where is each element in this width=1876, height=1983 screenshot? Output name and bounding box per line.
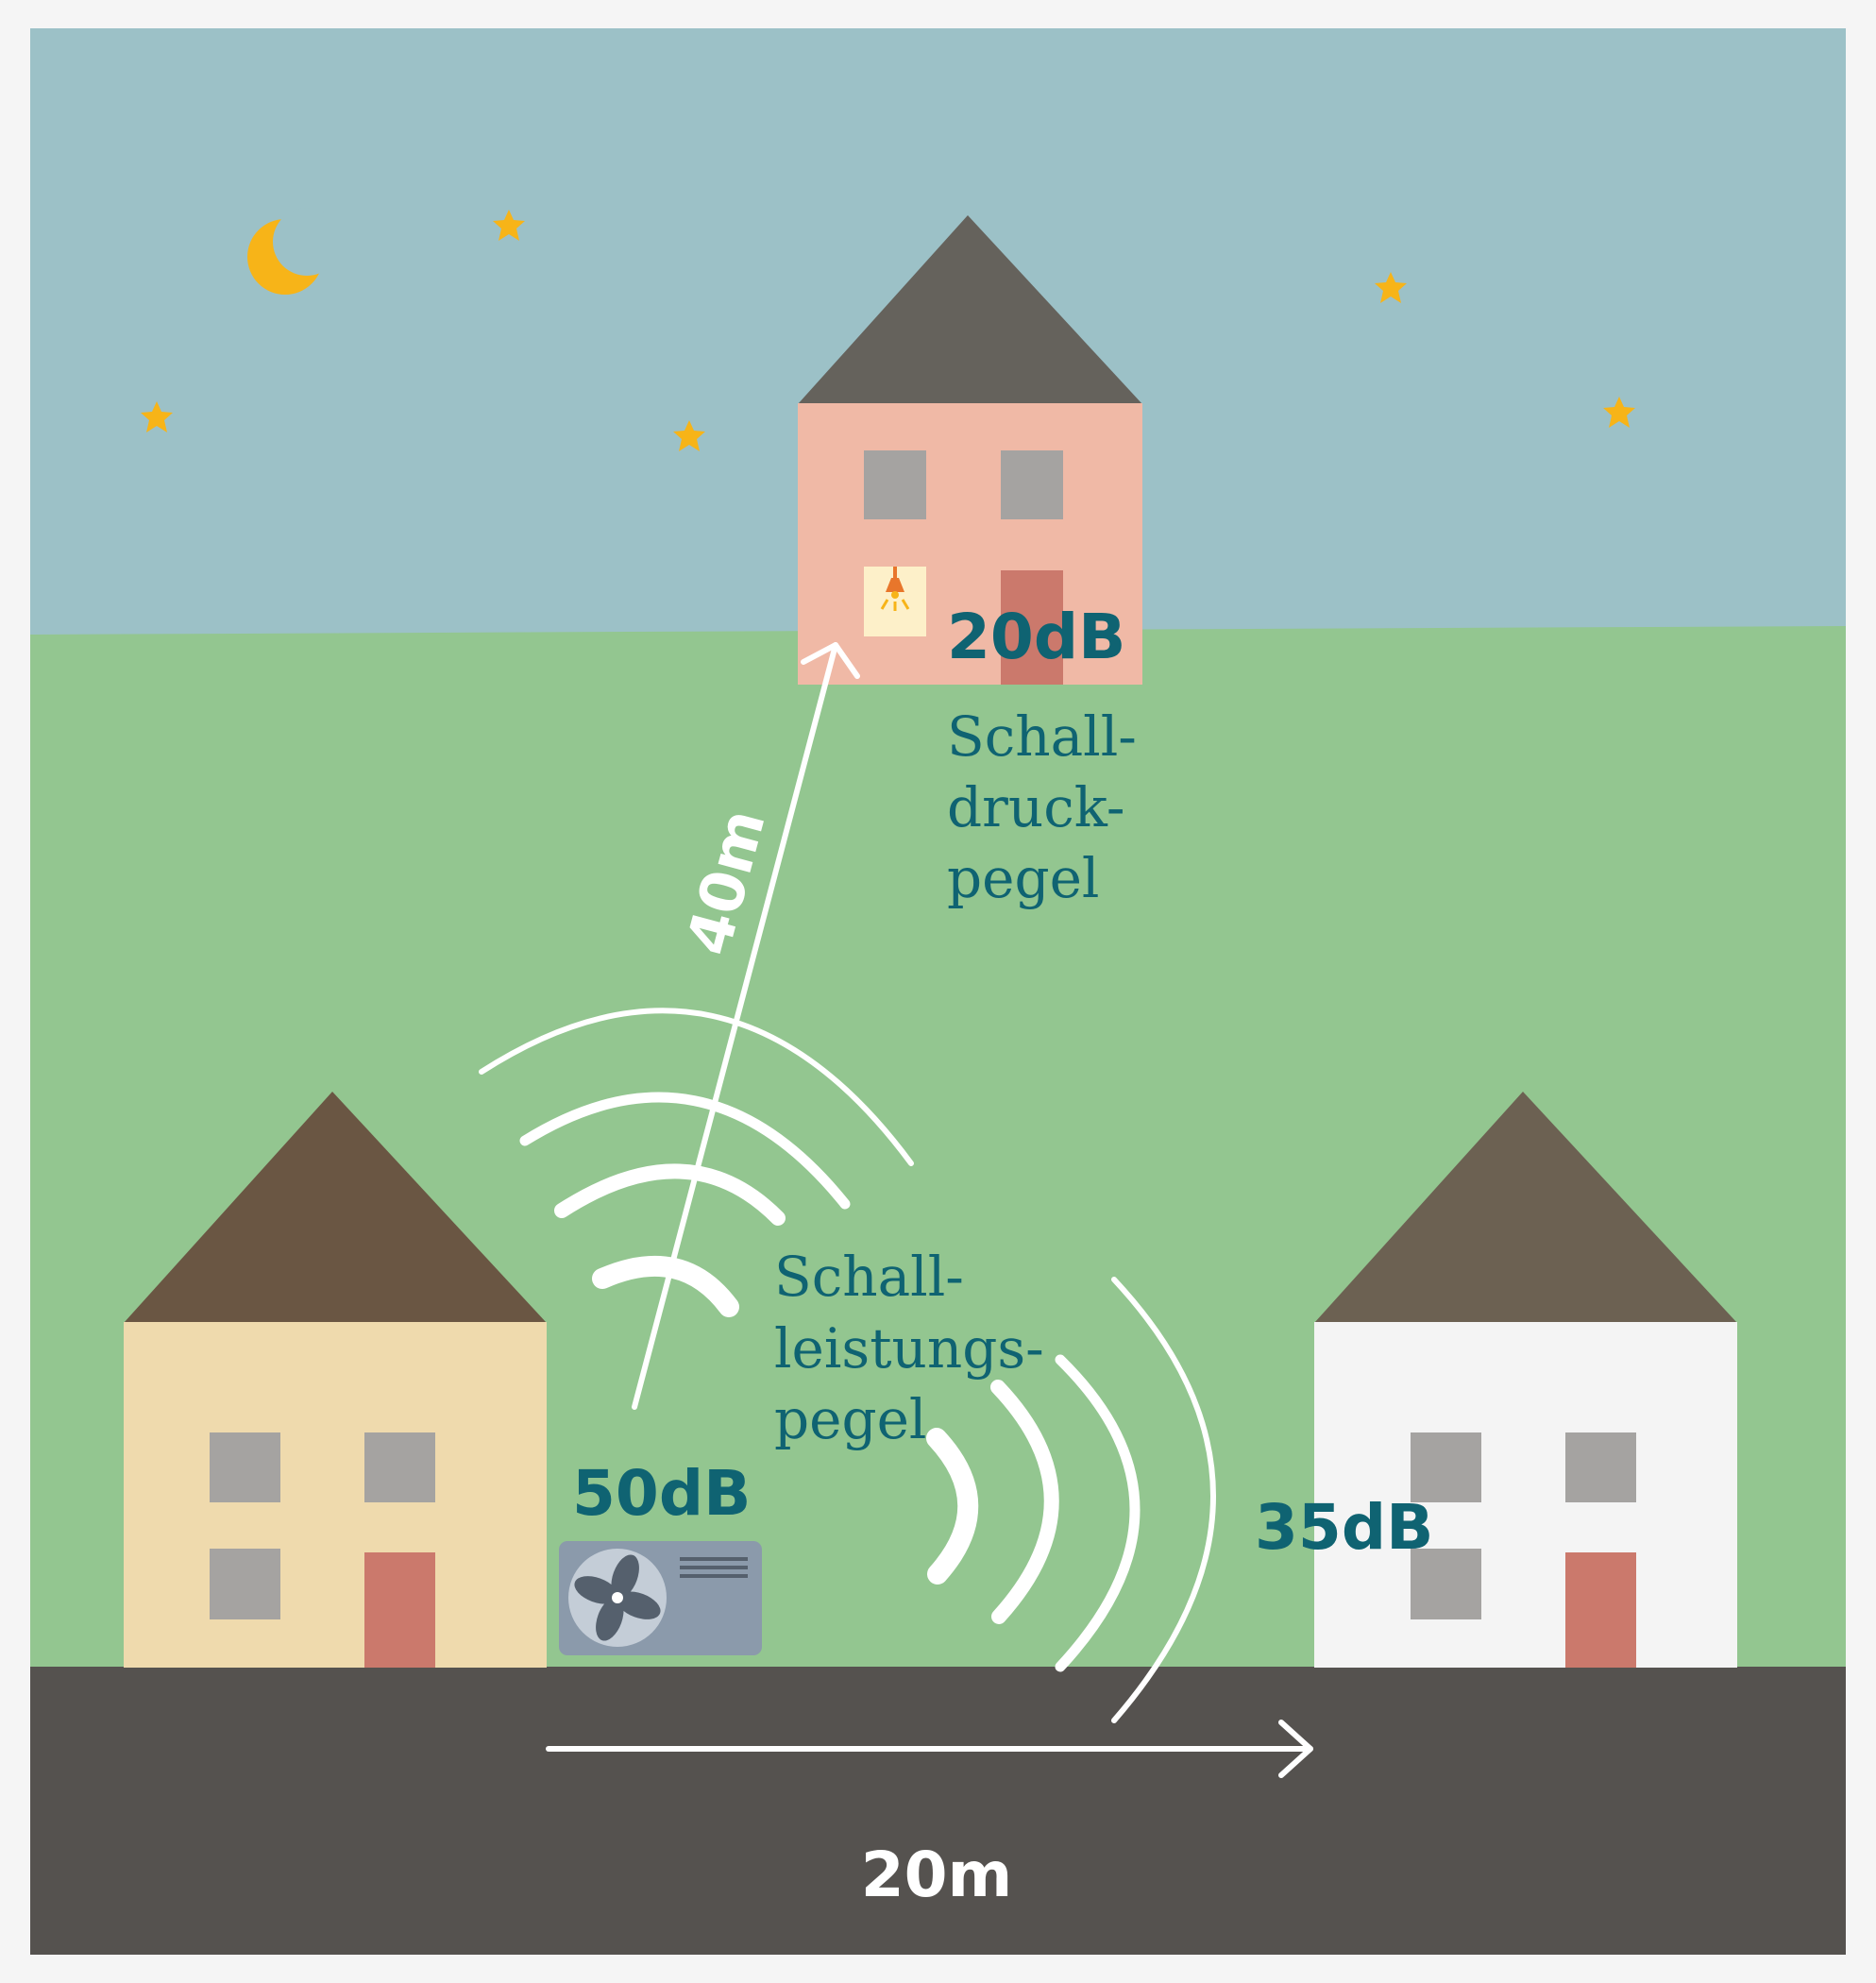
house-right-window [1411, 1432, 1481, 1502]
house-left-window [210, 1549, 280, 1619]
source-db-label: 50dB [572, 1457, 751, 1530]
house-top-roof [798, 215, 1142, 404]
road [30, 1667, 1846, 1955]
distance-arrow-vertical [632, 642, 860, 1410]
house-top [798, 215, 1142, 685]
crescent-moon-icon [247, 208, 341, 295]
house-left-roof [124, 1092, 547, 1323]
house-top-door [1001, 570, 1063, 685]
house-right-window [1565, 1432, 1636, 1502]
distance-arrow-horizontal [546, 1720, 1313, 1778]
pressure-level-label-line1: Schall- [947, 704, 1137, 769]
house-top-window [1001, 450, 1063, 519]
house-right-wall [1314, 1322, 1737, 1668]
pressure-level-label-line2: druck- [947, 775, 1124, 839]
power-level-label-line1: Schall- [774, 1245, 964, 1309]
house-left-window [364, 1432, 435, 1502]
house-left-door [364, 1552, 435, 1668]
house-right-door [1565, 1552, 1636, 1668]
horizontal-distance-label: 20m [861, 1839, 1013, 1911]
house-top-window [864, 450, 926, 519]
sound-waves-right [926, 1277, 1216, 1723]
pressure-level-label-line3: pegel [947, 846, 1099, 910]
received-db-label: 20dB [947, 601, 1125, 673]
neighbor-db-label: 35dB [1255, 1491, 1433, 1564]
power-level-label-line3: pegel [774, 1387, 926, 1451]
heat-pump-fan-icon [559, 1541, 762, 1655]
ceiling-lamp-icon [880, 567, 910, 611]
house-left-window [210, 1432, 280, 1502]
house-right-roof [1314, 1092, 1737, 1323]
power-level-label-line2: leistungs- [774, 1316, 1044, 1381]
house-left [124, 1092, 547, 1668]
house-top-wall [798, 403, 1142, 685]
house-left-wall [124, 1322, 547, 1668]
house-right-window [1411, 1549, 1481, 1619]
house-right [1314, 1092, 1737, 1668]
